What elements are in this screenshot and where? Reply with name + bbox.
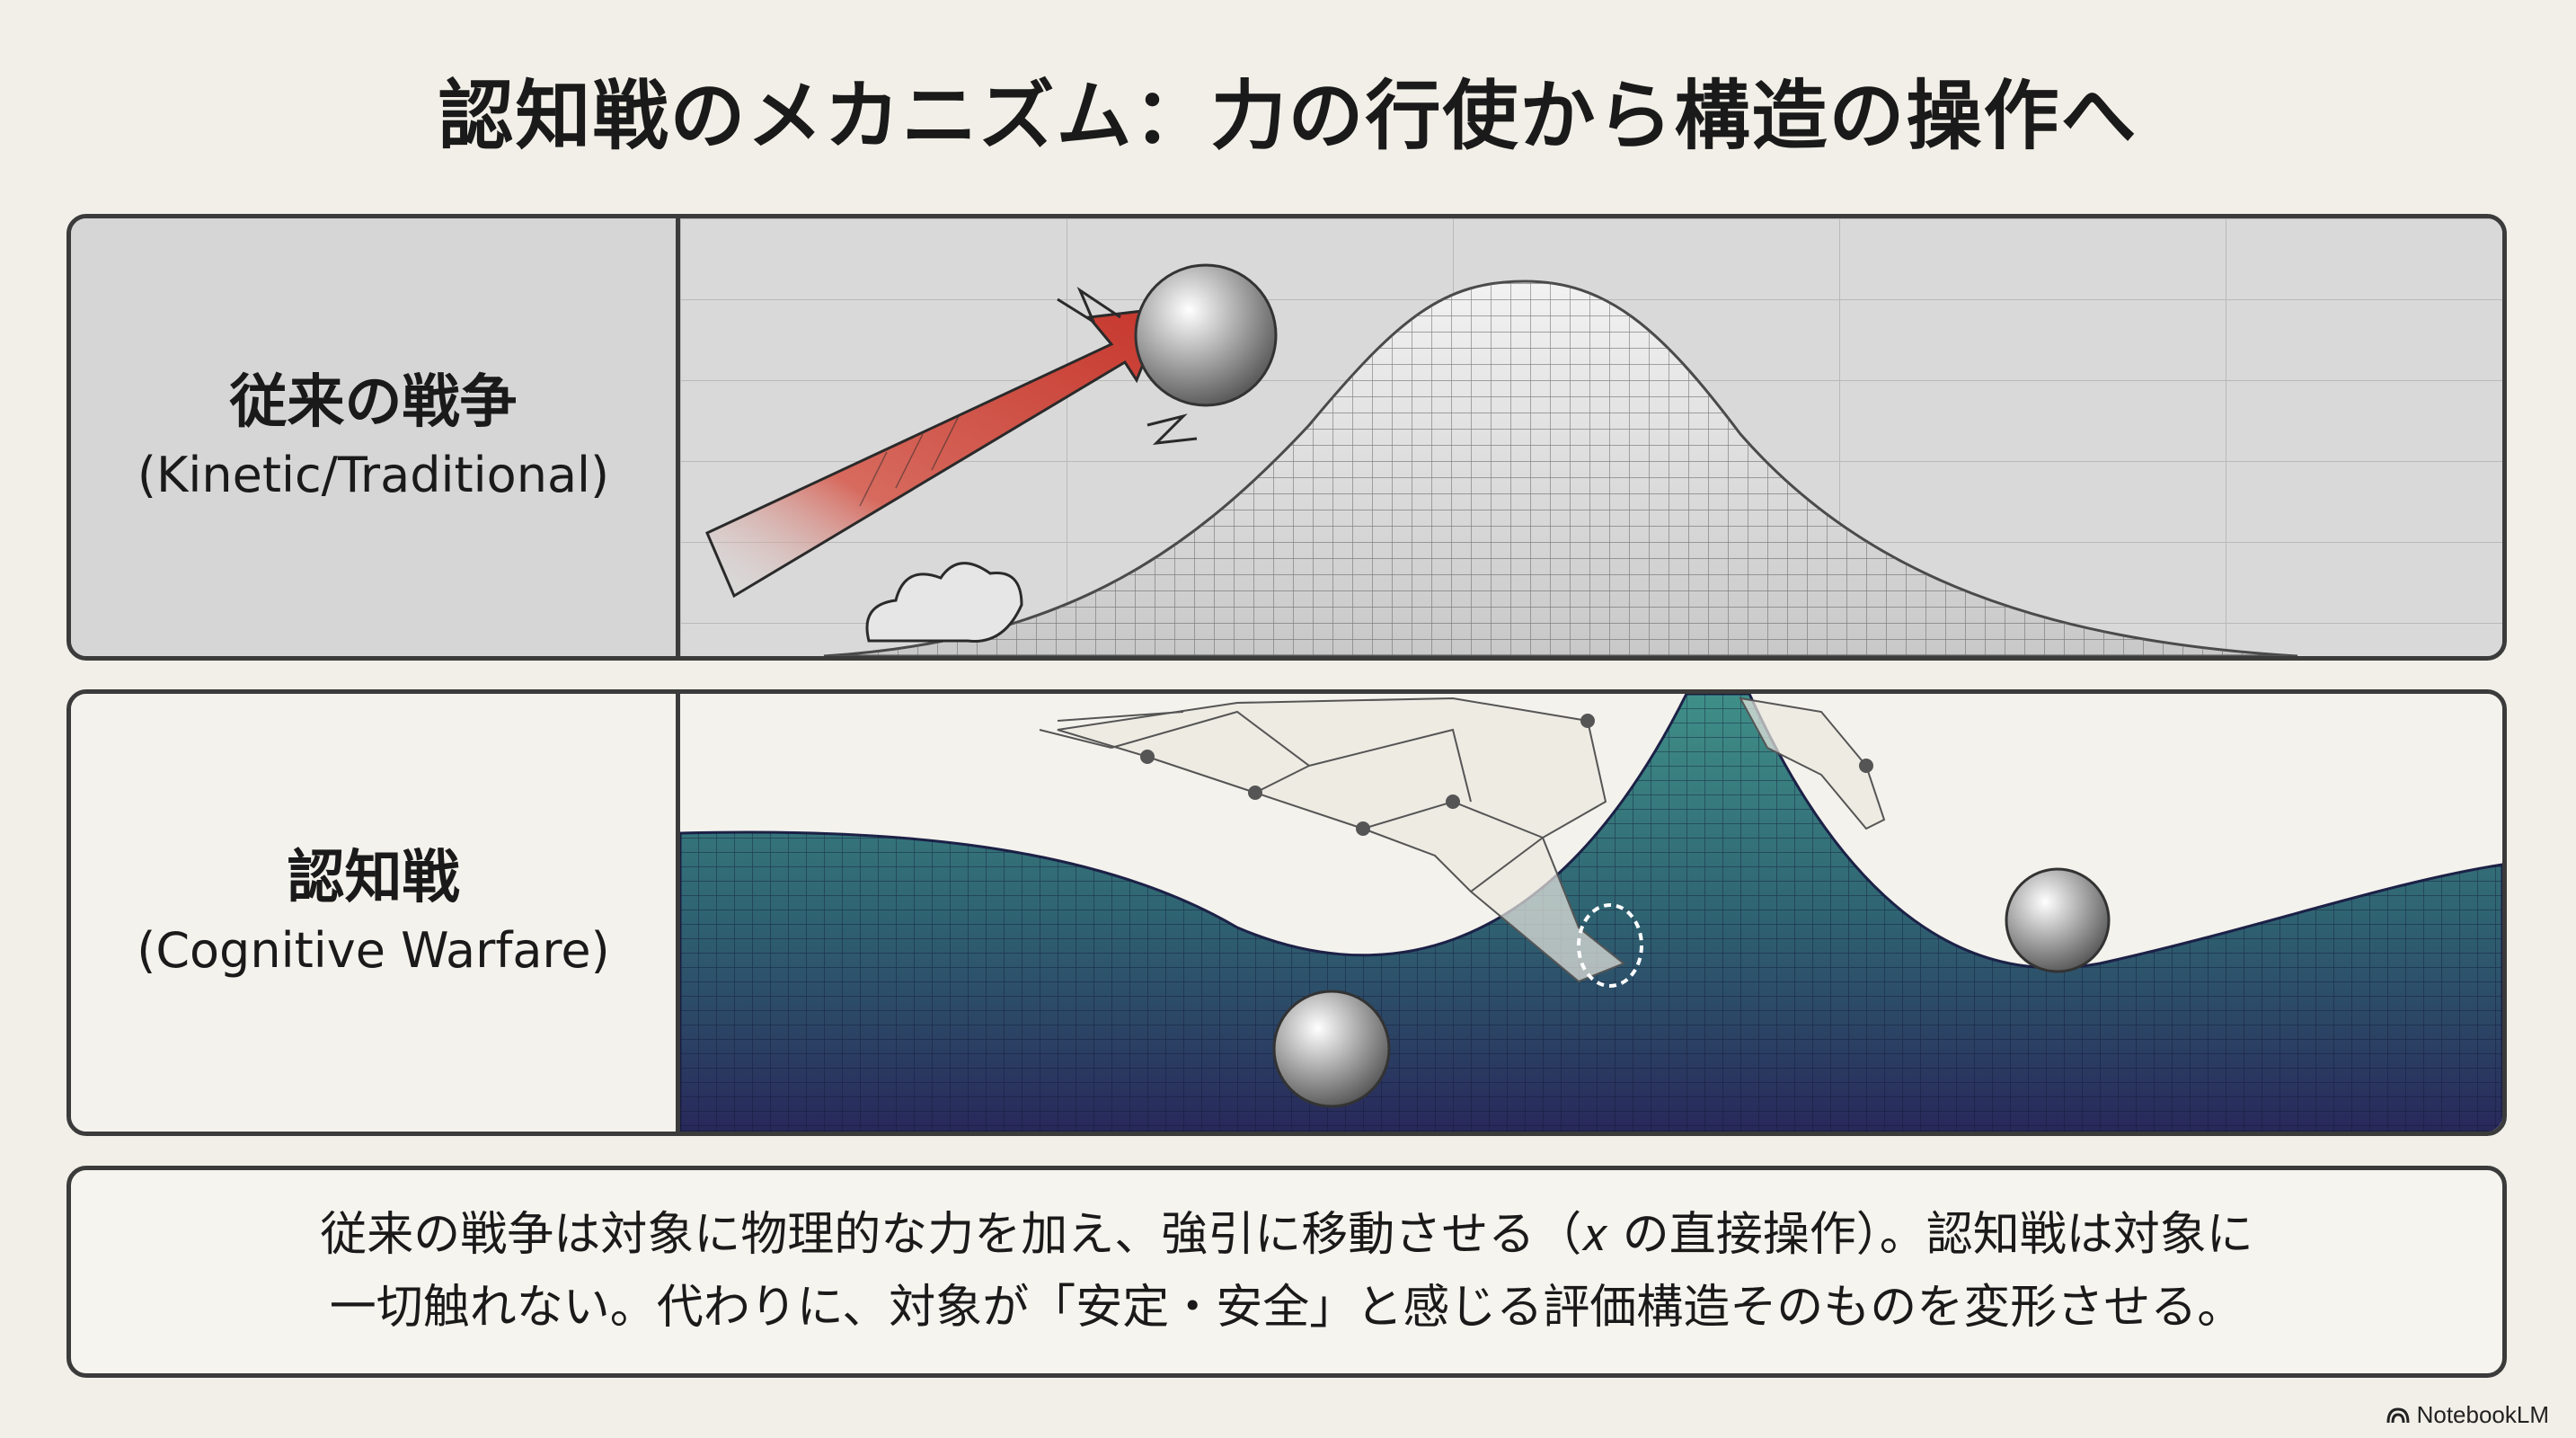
caption-line-2: 一切触れない。代わりに、対象が「安定・安全」と感じる評価構造そのものを変形させる…: [329, 1281, 2244, 1335]
cognitive-label-cell: 認知戦 (Cognitive Warfare): [71, 694, 680, 1132]
wireframe-hand-icon: [1039, 697, 1886, 988]
notebooklm-logo-icon: [2386, 1407, 2410, 1423]
page-title: 認知戦のメカニズム：力の行使から構造の操作へ: [438, 72, 2138, 160]
impact-lines-icon: [1057, 286, 1198, 445]
brand-label: NotebookLM: [2416, 1401, 2549, 1428]
ball-left-icon: [1272, 990, 1391, 1108]
kinetic-label-cell: 従来の戦争 (Kinetic/Traditional): [71, 218, 680, 656]
cognitive-sublabel: (Cognitive Warfare): [137, 922, 610, 980]
kinetic-panel: 従来の戦争 (Kinetic/Traditional): [66, 214, 2507, 661]
ball-right-icon: [2005, 867, 2111, 973]
ball-icon: [1134, 263, 1278, 407]
deformed-surface-graphic: [680, 694, 2502, 1132]
kinetic-label: 従来の戦争: [229, 369, 518, 437]
kinetic-illustration: [680, 218, 2502, 656]
kinetic-sublabel: (Kinetic/Traditional): [137, 447, 610, 504]
cognitive-label: 認知戦: [287, 845, 460, 912]
caption-line-1: 従来の戦争は対象に物理的な力を加え、強引に移動させる（𝑥 の直接操作）。認知戦は…: [320, 1208, 2253, 1263]
cognitive-panel: 認知戦 (Cognitive Warfare): [66, 689, 2507, 1136]
dust-cloud-icon: [865, 562, 1023, 643]
cognitive-illustration: [680, 694, 2502, 1132]
caption-box: 従来の戦争は対象に物理的な力を加え、強引に移動させる（𝑥 の直接操作）。認知戦は…: [66, 1166, 2507, 1378]
brand-mark: NotebookLM: [2386, 1401, 2549, 1429]
hill-ball-arrow-graphic: [680, 218, 2502, 656]
